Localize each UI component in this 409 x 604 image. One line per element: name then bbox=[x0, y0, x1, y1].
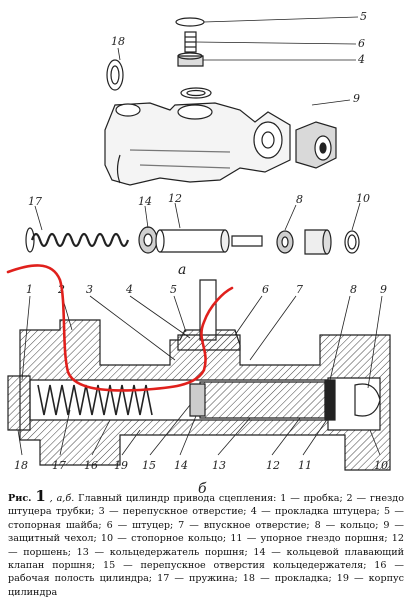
caption-fig-number: 1 bbox=[35, 487, 46, 505]
figure-caption: Рис. 1 , а,б. Главный цилиндр привода сц… bbox=[8, 487, 404, 599]
callout-b-14: 14 bbox=[174, 459, 188, 472]
callout-b-3: 3 bbox=[86, 283, 93, 296]
gasket-part bbox=[106, 59, 124, 91]
view-b-label: б bbox=[198, 481, 207, 497]
callout-b-18: 18 bbox=[14, 459, 28, 472]
callout-a-5: 5 bbox=[360, 10, 367, 23]
callout-a-12: 12 bbox=[168, 192, 182, 205]
callout-a-4: 4 bbox=[357, 53, 365, 66]
plug-part bbox=[7, 375, 31, 431]
callout-b-12: 12 bbox=[266, 459, 280, 472]
spring-part bbox=[25, 227, 130, 253]
callout-b-16: 16 bbox=[84, 459, 98, 472]
callout-b-7: 7 bbox=[296, 283, 303, 296]
boot-section bbox=[354, 383, 381, 417]
callout-b-6: 6 bbox=[262, 283, 269, 296]
section-view-b bbox=[7, 279, 391, 471]
fitting-part bbox=[177, 31, 204, 67]
caption-text: Главный цилиндр привода сцепления: 1 — п… bbox=[8, 493, 404, 598]
caption-fig-sub: , а,б. bbox=[49, 493, 75, 504]
callout-b-1: 1 bbox=[26, 283, 33, 296]
callout-b-19: 19 bbox=[114, 459, 128, 472]
callout-b-10: 10 bbox=[374, 459, 388, 472]
callout-b-4: 4 bbox=[125, 283, 133, 296]
callout-b-5: 5 bbox=[170, 283, 177, 296]
callout-a-9: 9 bbox=[353, 92, 360, 105]
caption-fig-prefix: Рис. bbox=[8, 493, 32, 504]
callout-a-8: 8 bbox=[296, 193, 303, 206]
lock-washer-part bbox=[175, 17, 205, 27]
callout-b-15: 15 bbox=[142, 459, 156, 472]
boot-part bbox=[295, 121, 337, 169]
red-annotation-line bbox=[6, 264, 234, 392]
callout-a-17: 17 bbox=[28, 195, 42, 208]
callout-b-17: 17 bbox=[52, 459, 66, 472]
callout-b-8: 8 bbox=[350, 283, 357, 296]
callout-b-9: 9 bbox=[380, 283, 387, 296]
exploded-view-a bbox=[25, 17, 360, 255]
callout-a-18: 18 bbox=[111, 35, 125, 48]
callout-a-10: 10 bbox=[356, 192, 370, 205]
cylinder-body-part bbox=[104, 102, 291, 186]
piston-section bbox=[199, 381, 326, 419]
view-a-label: а bbox=[178, 262, 186, 278]
callout-b-11: 11 bbox=[298, 459, 312, 472]
callout-a-6: 6 bbox=[358, 37, 365, 50]
fitting-gasket-part bbox=[180, 87, 212, 99]
callout-b-13: 13 bbox=[212, 459, 226, 472]
piston-part bbox=[155, 229, 263, 253]
retaining-ring-part bbox=[344, 230, 360, 254]
callout-a-14: 14 bbox=[138, 195, 152, 208]
